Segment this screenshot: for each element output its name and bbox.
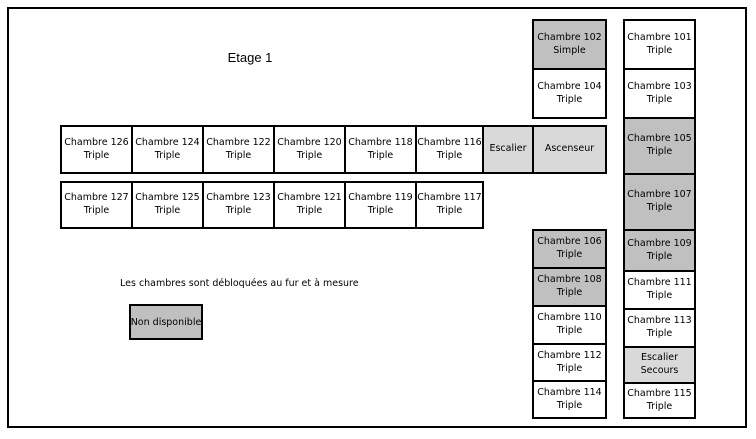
room-type: Triple — [646, 93, 673, 105]
room-type: Triple — [556, 93, 583, 105]
room-type: Triple — [646, 146, 673, 157]
room-chambre-106[interactable]: Chambre 106 Triple — [533, 230, 606, 268]
legend-unavailable-swatch: Non disponible — [129, 304, 203, 340]
room-escalier[interactable]: Escalier — [483, 126, 533, 173]
room-name: Chambre 117 — [417, 192, 482, 204]
room-type: Triple — [556, 249, 583, 260]
room-type: Triple — [646, 202, 673, 213]
room-name: Chambre 120 — [277, 136, 342, 148]
room-chambre-120[interactable]: Chambre 120 Triple — [274, 126, 345, 173]
room-type: Triple — [646, 290, 673, 301]
room-chambre-110[interactable]: Chambre 110 Triple — [533, 306, 606, 344]
room-chambre-127[interactable]: Chambre 127 Triple — [61, 182, 132, 228]
room-type: Triple — [154, 205, 181, 216]
room-name: Chambre 101 — [627, 31, 692, 43]
room-chambre-112[interactable]: Chambre 112 Triple — [533, 344, 606, 381]
room-chambre-101[interactable]: Chambre 101 Triple — [624, 20, 695, 69]
room-name: Chambre 121 — [277, 192, 342, 204]
room-chambre-117[interactable]: Chambre 117 Triple — [416, 182, 483, 228]
room-escalier-secours[interactable]: Escalier Secours — [624, 347, 695, 383]
room-type: Triple — [646, 250, 673, 262]
room-name: Chambre 119 — [348, 192, 413, 204]
room-name: Chambre 116 — [417, 136, 482, 148]
legend-unavailable-label: Non disponible — [130, 316, 202, 328]
room-type: Triple — [436, 205, 463, 216]
room-chambre-114[interactable]: Chambre 114 Triple — [533, 381, 606, 418]
room-chambre-105[interactable]: Chambre 105 Triple — [624, 118, 695, 174]
room-chambre-119[interactable]: Chambre 119 Triple — [345, 182, 416, 228]
room-name: Escalier — [489, 143, 527, 155]
floor-plan-border — [7, 7, 747, 428]
room-type: Triple — [154, 149, 181, 161]
room-name: Chambre 107 — [627, 189, 692, 201]
room-type: Triple — [296, 205, 323, 216]
room-type: Secours — [640, 365, 679, 376]
room-name: Chambre 115 — [627, 387, 692, 399]
room-name: Chambre 112 — [537, 349, 602, 361]
room-name: Chambre 102 — [537, 31, 602, 43]
room-name: Chambre 108 — [537, 274, 602, 286]
room-name: Chambre 106 — [537, 236, 602, 248]
room-name: Chambre 110 — [537, 312, 602, 324]
page-title: Etage 1 — [227, 50, 273, 65]
room-chambre-109[interactable]: Chambre 109 Triple — [624, 230, 695, 271]
room-type: Triple — [646, 44, 673, 56]
room-name: Chambre 125 — [135, 192, 200, 204]
room-name: Chambre 127 — [64, 192, 129, 204]
room-chambre-103[interactable]: Chambre 103 Triple — [624, 69, 695, 118]
room-type: Triple — [556, 325, 583, 336]
room-chambre-107[interactable]: Chambre 107 Triple — [624, 174, 695, 230]
room-chambre-116[interactable]: Chambre 116 Triple — [416, 126, 483, 173]
room-chambre-123[interactable]: Chambre 123 Triple — [203, 182, 274, 228]
room-name: Chambre 111 — [627, 277, 692, 289]
room-type: Triple — [225, 149, 252, 161]
room-chambre-115[interactable]: Chambre 115 Triple — [624, 383, 695, 418]
room-chambre-104[interactable]: Chambre 104 Triple — [533, 69, 606, 118]
room-chambre-113[interactable]: Chambre 113 Triple — [624, 309, 695, 347]
room-type: Triple — [83, 149, 110, 161]
room-type: Triple — [296, 149, 323, 161]
room-name: Chambre 105 — [627, 133, 692, 145]
room-chambre-126[interactable]: Chambre 126 Triple — [61, 126, 132, 173]
room-chambre-122[interactable]: Chambre 122 Triple — [203, 126, 274, 173]
room-name: Chambre 114 — [537, 386, 602, 398]
room-chambre-118[interactable]: Chambre 118 Triple — [345, 126, 416, 173]
legend-note: Les chambres sont débloquées au fur et à… — [120, 278, 359, 289]
room-chambre-121[interactable]: Chambre 121 Triple — [274, 182, 345, 228]
room-name: Ascenseur — [544, 143, 595, 155]
room-type: Triple — [646, 328, 673, 339]
room-type: Triple — [367, 205, 394, 216]
room-name: Chambre 104 — [537, 80, 602, 92]
room-name: Chambre 103 — [627, 80, 692, 92]
room-type: Triple — [646, 400, 673, 412]
room-chambre-102[interactable]: Chambre 102 Simple — [533, 20, 606, 69]
room-type: Triple — [436, 149, 463, 161]
room-name: Chambre 109 — [627, 237, 692, 249]
room-name: Chambre 118 — [348, 136, 413, 148]
room-type: Triple — [556, 399, 583, 411]
room-type: Triple — [367, 149, 394, 161]
room-type: Triple — [556, 287, 583, 298]
room-name: Chambre 123 — [206, 192, 271, 204]
room-type: Simple — [553, 44, 586, 56]
room-name: Chambre 113 — [627, 315, 692, 327]
room-name: Chambre 122 — [206, 136, 271, 148]
room-chambre-125[interactable]: Chambre 125 Triple — [132, 182, 203, 228]
room-name: Chambre 126 — [64, 136, 129, 148]
room-chambre-111[interactable]: Chambre 111 Triple — [624, 271, 695, 309]
room-type: Triple — [225, 205, 252, 216]
room-name: Escalier — [640, 352, 679, 364]
room-name: Chambre 124 — [135, 136, 200, 148]
room-chambre-108[interactable]: Chambre 108 Triple — [533, 268, 606, 306]
room-type: Triple — [556, 362, 583, 374]
room-chambre-124[interactable]: Chambre 124 Triple — [132, 126, 203, 173]
room-type: Triple — [83, 205, 110, 216]
room-ascenseur[interactable]: Ascenseur — [533, 126, 606, 173]
